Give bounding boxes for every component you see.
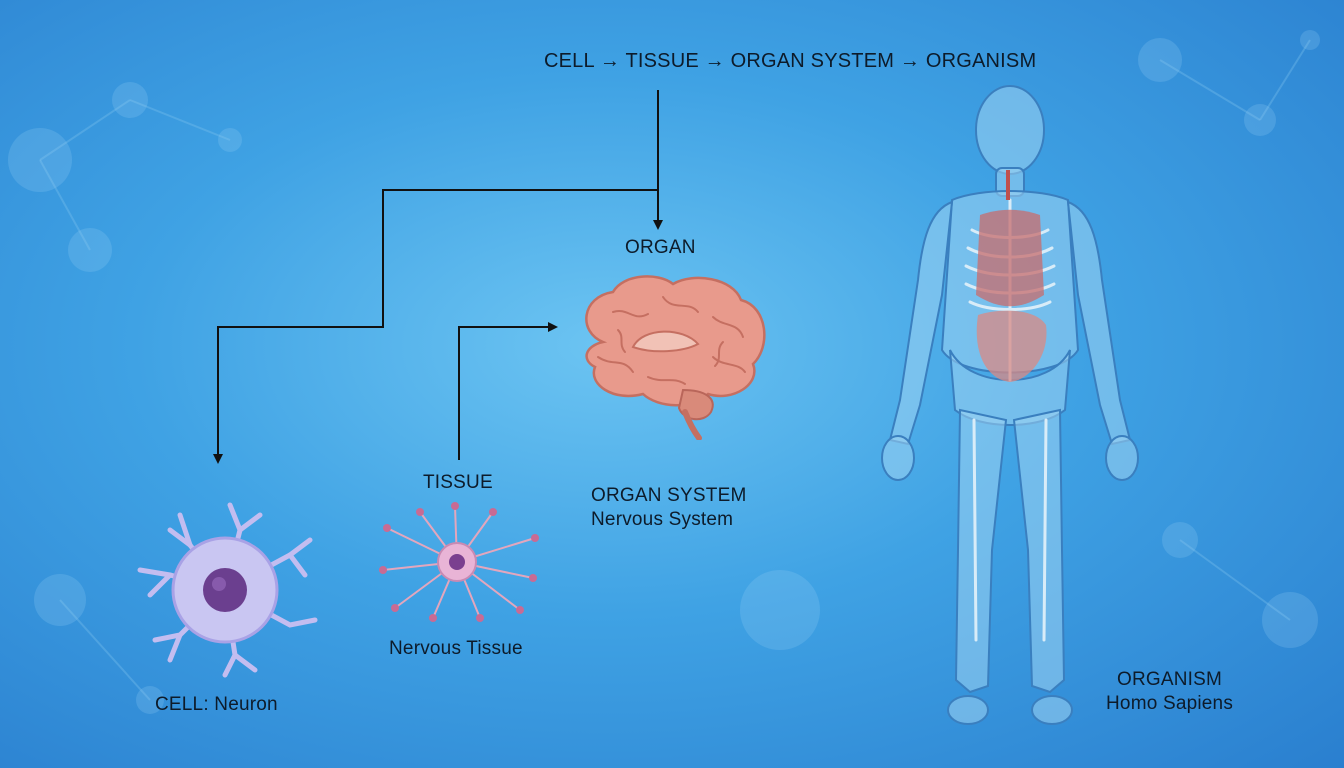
arrow-to-cell xyxy=(213,189,658,464)
nervous-tissue-icon xyxy=(379,502,539,622)
organism-label: ORGANISM Homo Sapiens xyxy=(1106,668,1233,716)
human-body-icon xyxy=(881,85,1139,725)
nervous-tissue-label: Nervous Tissue xyxy=(389,638,523,659)
organ-label: ORGAN xyxy=(625,237,696,258)
organ-system-name: Nervous System xyxy=(591,509,734,530)
arrow-tissue-to-organ xyxy=(458,322,558,460)
organism-title: ORGANISM xyxy=(1116,669,1223,690)
brain-icon xyxy=(585,275,766,440)
cell-label: CELL: Neuron xyxy=(155,694,278,715)
hierarchy-header: CELL → TISSUE → ORGAN SYSTEM → ORGANISM xyxy=(544,50,1037,72)
tissue-label: TISSUE xyxy=(423,472,493,493)
organism-name: Homo Sapiens xyxy=(1106,693,1234,714)
organ-system-label: ORGAN SYSTEM Nervous System xyxy=(591,484,746,532)
neuron-cell-icon xyxy=(137,502,318,678)
organ-system-title: ORGAN SYSTEM xyxy=(591,485,747,506)
